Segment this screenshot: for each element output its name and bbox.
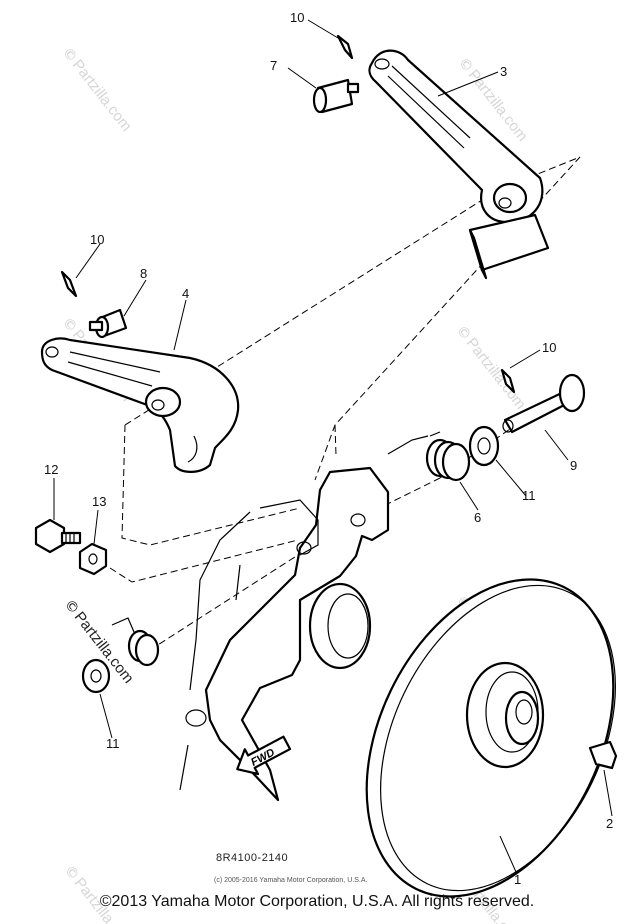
label-13: 13 <box>92 494 106 509</box>
label-9: 9 <box>570 458 577 473</box>
frame-bracket <box>179 466 390 802</box>
label-11-right: 11 <box>522 488 536 503</box>
nut-part-13 <box>78 542 108 576</box>
leader-lines <box>53 19 613 873</box>
watermark-top-left: © Partzilla.com <box>59 45 135 135</box>
key-part-2 <box>588 740 618 770</box>
label-7: 7 <box>270 58 277 73</box>
callout-labels: 10 7 3 10 8 4 10 9 6 11 12 13 11 2 1 <box>44 10 613 887</box>
label-8: 8 <box>140 266 147 281</box>
washer-part-11-left <box>81 658 111 694</box>
footer-copyright: ©2013 Yamaha Motor Corporation, U.S.A. A… <box>99 893 535 910</box>
cotter-pin-10-right <box>500 368 516 394</box>
label-2: 2 <box>606 816 613 831</box>
sheave-part-1 <box>365 578 616 898</box>
svg-text:Partzilla.com: Partzilla.com <box>463 335 529 413</box>
shaft-part-8 <box>88 308 128 339</box>
arm-part-3 <box>368 49 550 280</box>
watermark-mid-right: © Partzilla.com <box>453 323 529 413</box>
svg-text:Partzilla.com: Partzilla.com <box>69 57 135 135</box>
label-10-top: 10 <box>290 10 304 25</box>
bolt-part-12 <box>34 518 82 554</box>
assembly-lines <box>109 156 581 651</box>
arm-part-4 <box>40 337 240 473</box>
spring-part-6 <box>387 431 471 482</box>
pin-part-9 <box>502 373 586 434</box>
cotter-pin-10-left <box>60 270 78 298</box>
label-11-left: 11 <box>106 736 120 751</box>
label-10-left: 10 <box>90 232 104 247</box>
small-copyright: (c) 2005-2016 Yamaha Motor Corporation, … <box>214 877 367 884</box>
spring-left <box>111 617 160 667</box>
drawing-code: 8R4100-2140 <box>216 852 288 864</box>
shaft-part-7 <box>312 78 360 114</box>
label-6: 6 <box>474 510 481 525</box>
label-1: 1 <box>514 872 521 887</box>
label-10-right: 10 <box>542 340 556 355</box>
cotter-pin-10-top <box>336 34 354 60</box>
label-3: 3 <box>500 64 507 79</box>
label-4: 4 <box>182 286 189 301</box>
label-12: 12 <box>44 462 58 477</box>
washer-part-11-right <box>468 425 500 467</box>
